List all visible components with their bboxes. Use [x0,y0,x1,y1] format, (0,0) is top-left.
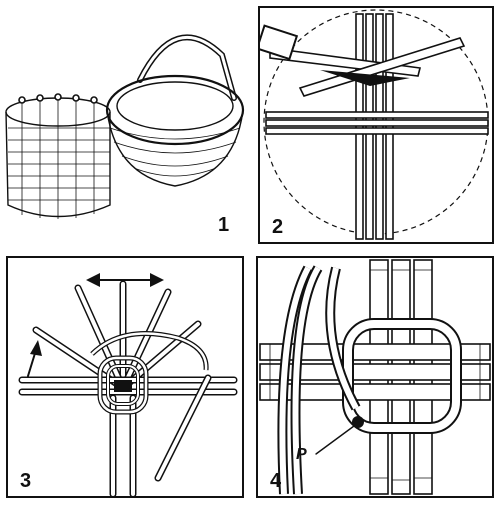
panel-3-spreading-spokes: 3 [6,256,244,498]
up-arrow [27,340,42,377]
panel-2-splitting-rods: 2 [258,6,494,244]
panel-4-weaving-detail: P 4 [256,256,494,498]
weaving-detail-illustration [259,259,491,495]
panel-number-3: 3 [20,470,32,492]
spokes-illustration [18,273,238,496]
panel-number-2: 2 [272,216,284,238]
baskets-illustration [5,34,245,219]
panel-1-finished-baskets: 1 [0,0,248,246]
point-p-marker [352,416,364,428]
point-p-label: P [296,446,307,463]
split-rods-illustration [260,9,489,240]
handled-basket [105,34,245,187]
cylinder-basket [5,93,111,219]
panel-number-4: 4 [270,470,282,492]
panel-number-1: 1 [218,214,230,236]
spread-arrow [86,273,164,287]
